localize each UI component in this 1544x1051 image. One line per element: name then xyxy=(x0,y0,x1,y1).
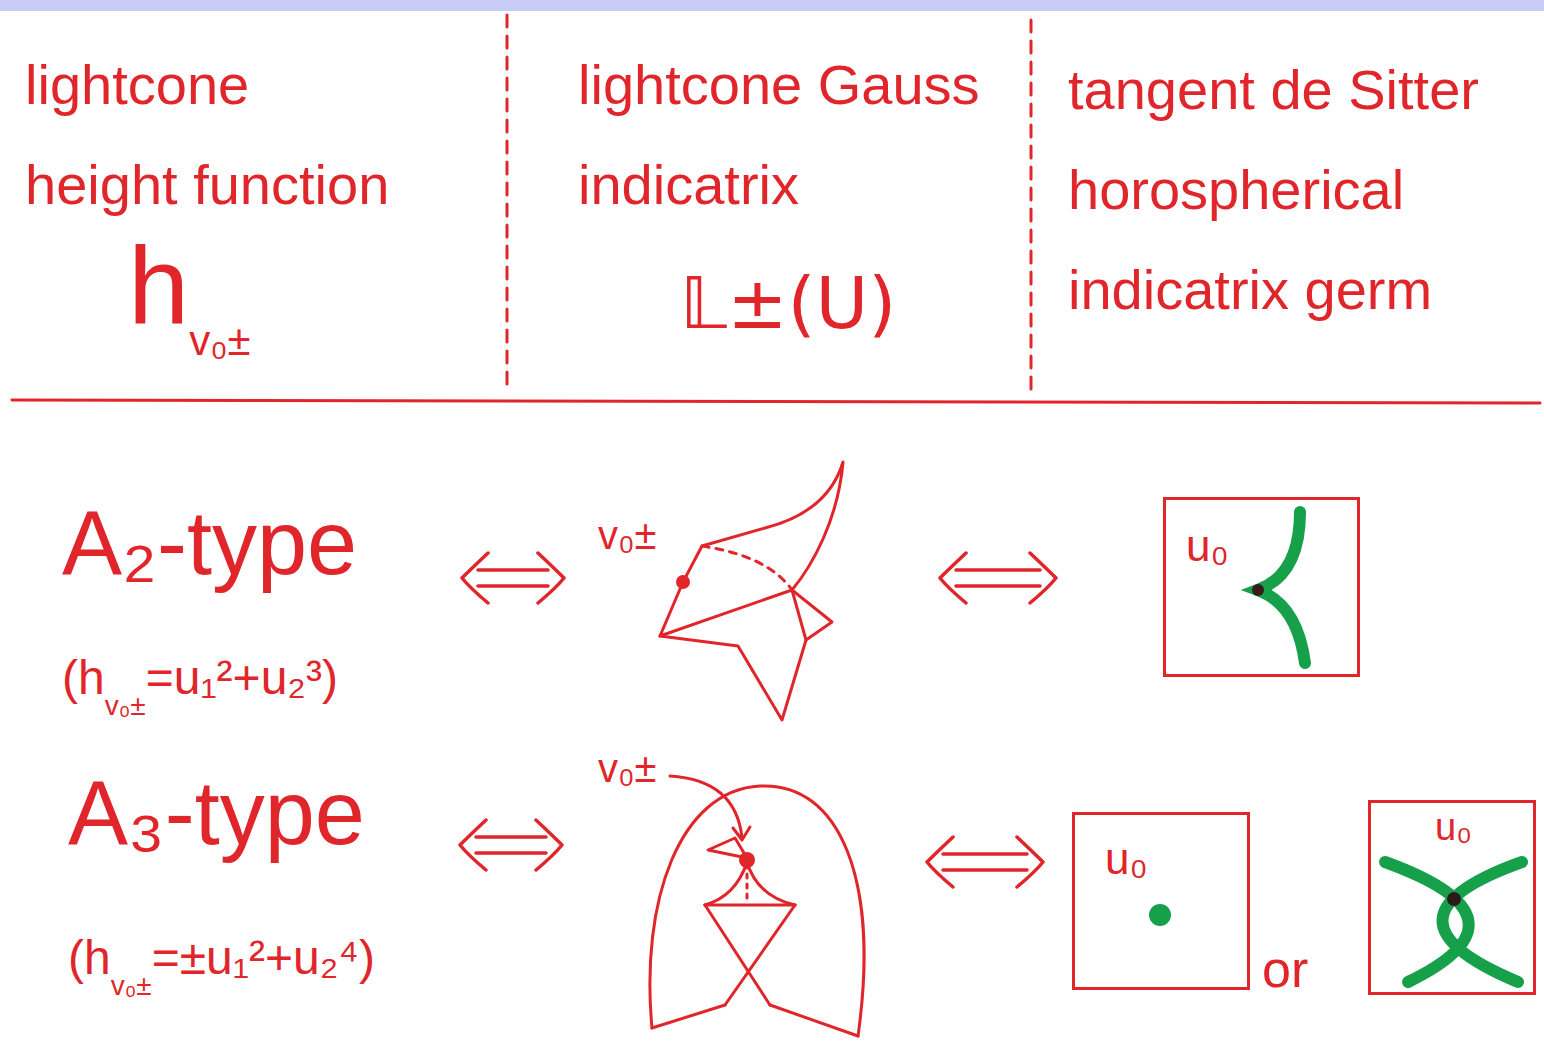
subscript: v₀± xyxy=(105,690,146,722)
subscript: v₀± xyxy=(189,317,250,365)
crossing-curve xyxy=(1442,862,1522,982)
column-heading: lightcone Gauss indicatrix xyxy=(578,35,998,235)
surface-edge xyxy=(705,862,795,905)
top-band xyxy=(0,0,1544,11)
leader-arrowhead xyxy=(733,827,750,840)
set-symbol: 𝕃±(U) xyxy=(680,262,896,345)
indicatrix-box: u₀ xyxy=(1368,800,1536,995)
formula-line: (hv₀±=u₁²+u₂³) xyxy=(62,650,338,705)
point-marker xyxy=(1447,892,1461,906)
surface-sheet xyxy=(660,590,806,720)
surface-sheet xyxy=(683,462,843,590)
indicatrix-curves xyxy=(1149,512,1522,982)
indicatrix-box: u₀ xyxy=(1163,497,1360,677)
table-rules xyxy=(12,15,1540,403)
surface-edge xyxy=(652,1005,858,1036)
column-heading: tangent de Sitter horospherical indicatr… xyxy=(1068,40,1533,340)
row-heading: A₂-type xyxy=(62,492,357,596)
column-divider xyxy=(506,15,509,388)
function-symbol: h xyxy=(128,222,189,349)
formula-line: hv₀± xyxy=(128,222,251,349)
cusp-curve xyxy=(1258,512,1305,663)
point-marker xyxy=(739,852,755,868)
formula-part: (h xyxy=(68,930,111,985)
double-arrow xyxy=(927,837,1043,887)
swallowtail-surface xyxy=(660,462,843,720)
surface-outline xyxy=(650,786,864,1036)
double-arrow xyxy=(462,553,564,603)
point-label: u₀ xyxy=(1105,835,1148,883)
indicatrix-box: u₀ xyxy=(1072,812,1250,990)
subscript: v₀± xyxy=(111,970,152,1002)
surface-sheet xyxy=(792,590,832,640)
point-marker xyxy=(1252,584,1264,596)
column-heading: lightcone height function xyxy=(25,35,405,235)
hidden-edge xyxy=(702,546,792,590)
formula-part: (h xyxy=(62,650,105,705)
point-label: u₀ xyxy=(1435,807,1472,849)
formula-line: (hv₀±=±u₁²+u₂⁴) xyxy=(68,930,375,985)
surface-edge xyxy=(705,904,795,907)
connective-word: or xyxy=(1262,940,1308,1000)
point-label: u₀ xyxy=(1186,522,1229,570)
header-rule xyxy=(12,400,1540,403)
formula-part: =±u₁²+u₂⁴) xyxy=(152,930,375,985)
cuspidal-surface xyxy=(650,776,864,1036)
point-marker xyxy=(676,575,690,589)
equivalence-arrows xyxy=(460,553,1056,887)
surface-sheet xyxy=(660,582,792,636)
point-label: v₀± xyxy=(598,745,657,791)
point-label: v₀± xyxy=(598,512,657,558)
surface-edge xyxy=(705,905,795,1005)
crossing-curve xyxy=(1385,862,1469,982)
isolated-point xyxy=(1149,904,1171,926)
double-arrow xyxy=(940,553,1056,603)
column-divider xyxy=(1030,20,1033,394)
hidden-edge xyxy=(746,864,749,903)
formula-part: =u₁²+u₂³) xyxy=(146,650,338,705)
double-arrow xyxy=(460,820,562,870)
row-heading: A₃-type xyxy=(68,762,365,866)
leader-line xyxy=(670,776,742,838)
